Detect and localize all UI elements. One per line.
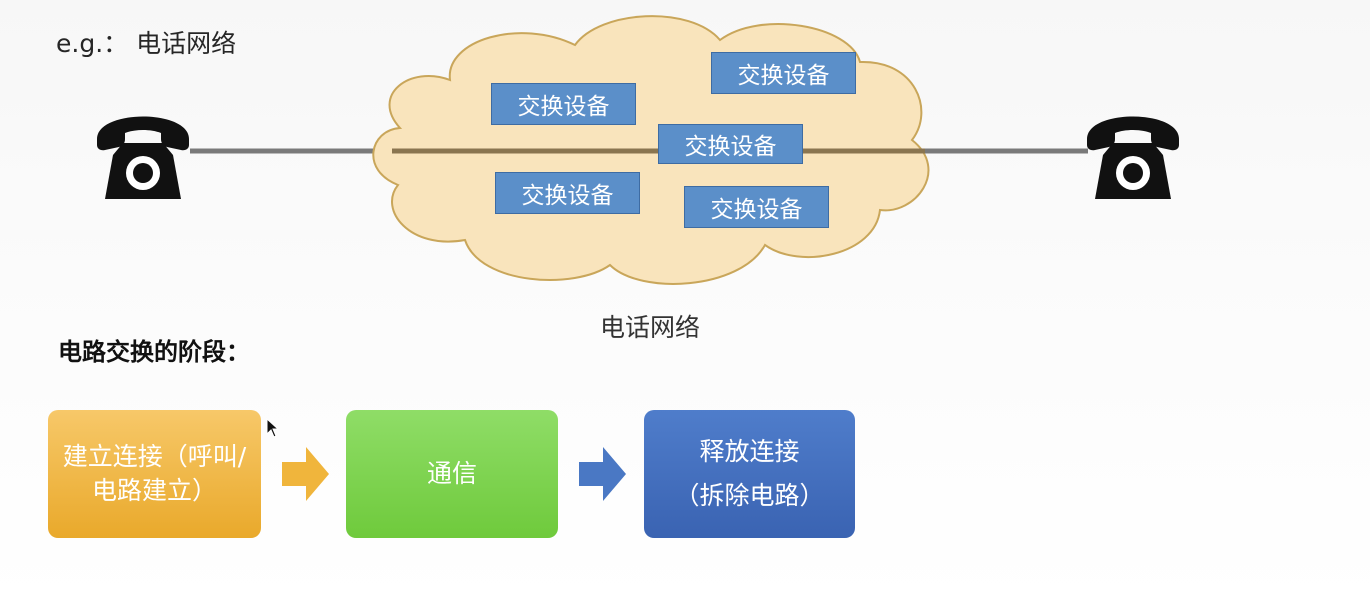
arrow-right-icon — [579, 447, 626, 501]
cursor-icon — [266, 418, 280, 438]
switch-box-3: 交换设备 — [658, 124, 803, 164]
stages-title: 电路交换的阶段： — [58, 338, 250, 366]
stage-label-line1: 释放连接 — [699, 437, 800, 467]
stage-communication: 通信 — [346, 410, 558, 538]
switch-box-1: 交换设备 — [491, 83, 636, 125]
page-heading: e.g.： 电话网络 — [56, 29, 237, 58]
cloud-caption: 电话网络 — [600, 313, 701, 342]
stage-label-line2: （拆除电路） — [674, 481, 825, 510]
stage-release-connection: 释放连接 （拆除电路） — [644, 410, 855, 538]
telephone-icon — [1087, 116, 1179, 199]
stage-establish-connection: 建立连接（呼叫/电路建立） — [48, 410, 261, 538]
arrow-right-icon — [282, 447, 329, 501]
telephone-icon — [97, 116, 189, 199]
switch-box-4: 交换设备 — [495, 172, 640, 214]
switch-box-5: 交换设备 — [684, 186, 829, 228]
switch-box-2: 交换设备 — [711, 52, 856, 94]
stage-label: 通信 — [426, 459, 477, 489]
stage-label: 建立连接（呼叫/电路建立） — [62, 442, 247, 505]
